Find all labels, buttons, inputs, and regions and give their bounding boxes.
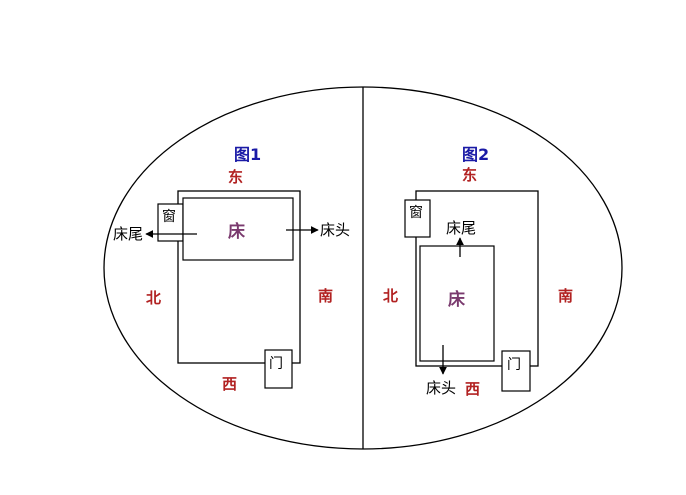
- figure-2-door-label: 门: [507, 357, 521, 373]
- figure-2-title: 图2: [462, 145, 489, 164]
- figure-2-north-label: 北: [383, 287, 398, 305]
- figure-2: 图2 东 北 南 西 窗 床 门 床尾 床头: [383, 145, 573, 398]
- figure-1-room: [177, 190, 301, 364]
- figure-1-east-label: 东: [228, 168, 243, 186]
- figure-2-door: [501, 350, 531, 392]
- figure-2-bed-head-label: 床头: [426, 379, 456, 397]
- figure-1-title: 图1: [234, 145, 261, 164]
- figure-1-west-label: 西: [222, 375, 237, 393]
- figure-1-south-label: 南: [318, 287, 333, 305]
- figure-2-east-label: 东: [462, 166, 477, 184]
- figure-2-room: [415, 190, 539, 367]
- figure-1-bed-foot-label: 床尾: [113, 225, 143, 243]
- figure-1-bed-label: 床: [228, 221, 246, 242]
- figure-2-bed-label: 床: [448, 289, 466, 310]
- figure-2-bed-foot-label: 床尾: [446, 219, 476, 237]
- figure-1: 图1 东 北 南 西 窗 床 门 床尾 床头: [113, 145, 350, 393]
- figure-1-bed-head-label: 床头: [320, 221, 350, 239]
- figure-1-window-label: 窗: [162, 208, 176, 225]
- figure-1-door: [264, 349, 293, 389]
- figure-1-door-label: 门: [269, 356, 283, 372]
- figure-2-window-label: 窗: [409, 204, 423, 221]
- figure-1-window: [157, 203, 184, 242]
- figure-2-south-label: 南: [558, 287, 573, 305]
- figure-1-north-label: 北: [146, 289, 161, 307]
- figure-1-bed: [182, 197, 294, 261]
- figure-2-window: [404, 199, 431, 238]
- figure-2-west-label: 西: [465, 380, 480, 398]
- figure-2-bed: [419, 245, 495, 362]
